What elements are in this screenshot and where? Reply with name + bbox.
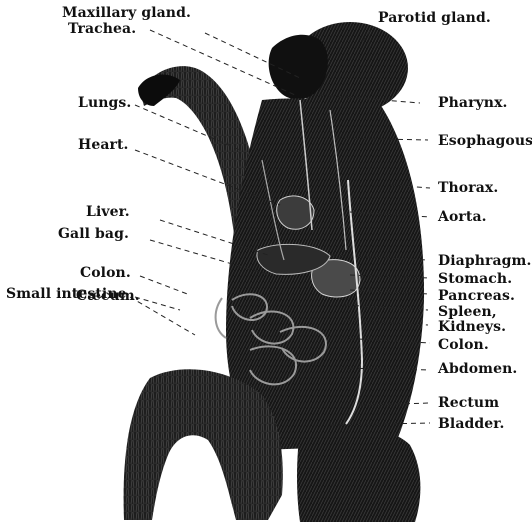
label-rectum: Rectum (438, 396, 499, 411)
label-bladder: Bladder. (438, 417, 504, 432)
label-diaphragm: Diaphragm. (438, 254, 531, 269)
body-silhouette (124, 22, 424, 522)
label-abdomen: Abdomen. (438, 362, 517, 377)
label-lungs: Lungs. (78, 96, 131, 111)
label-kidneys: Kidneys. (438, 320, 506, 335)
label-liver: Liver. (86, 205, 130, 220)
label-stomach: Stomach. (438, 272, 512, 287)
label-aorta: Aorta. (438, 210, 487, 225)
label-colon-right: Colon. (438, 338, 489, 353)
heart-organ (277, 196, 314, 229)
label-spleen: Spleen, (438, 305, 497, 320)
label-pancreas: Pancreas. (438, 289, 515, 304)
label-heart: Heart. (78, 138, 129, 153)
label-esophagous: Esophagous. (438, 134, 532, 149)
label-thorax: Thorax. (438, 181, 498, 196)
label-parotid-gland: Parotid gland. (378, 11, 491, 26)
label-colon-left: Colon. (80, 266, 131, 281)
right-leg (297, 425, 420, 522)
label-small-intestine: Small intestine (6, 287, 127, 302)
label-trachea: Trachea. (68, 22, 136, 37)
label-pharynx: Pharynx. (438, 96, 508, 111)
label-gall-bag: Gall bag. (58, 227, 129, 242)
label-maxillary-gland: Maxillary gland. (62, 6, 191, 21)
